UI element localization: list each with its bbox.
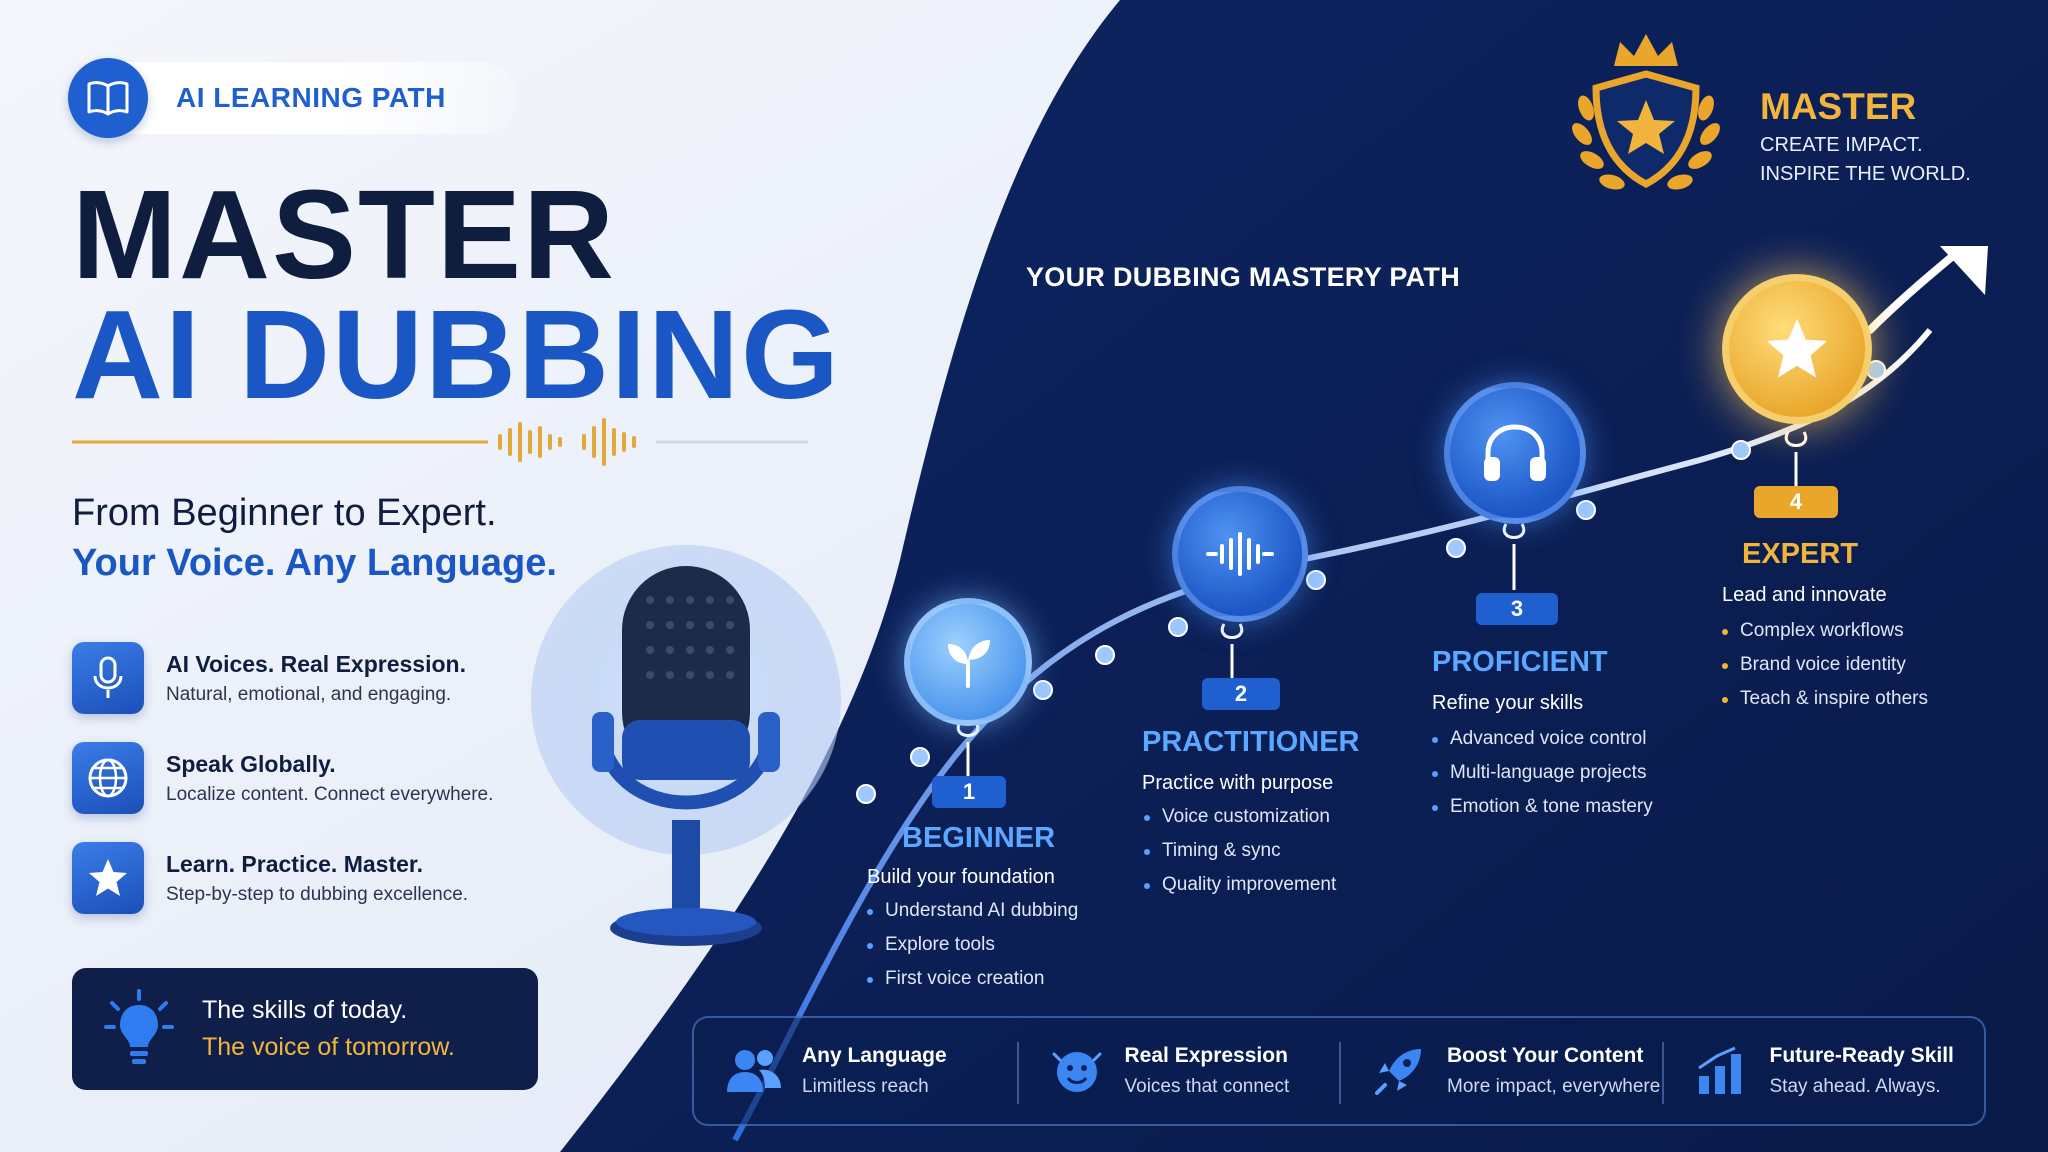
microphone-icon <box>72 642 144 714</box>
benefit-title: Future-Ready Skill <box>1769 1044 1954 1067</box>
globe-icon <box>72 742 144 814</box>
benefit-desc: Voices that connect <box>1124 1076 1290 1097</box>
crest-icon <box>1572 34 1720 190</box>
stage-1-list: Understand AI dubbing Explore tools Firs… <box>867 900 1078 1002</box>
soundwave-icon <box>1206 532 1274 576</box>
benefit-any-language: Any Language Limitless reach <box>694 1018 1017 1124</box>
star-icon <box>72 842 144 914</box>
stage-title: PRACTITIONER <box>1142 726 1360 758</box>
feature-ai-voices: AI Voices. Real Expression. Natural, emo… <box>72 642 466 714</box>
stage-subtitle: Refine your skills <box>1432 692 1584 714</box>
feature-title: Speak Globally. <box>166 750 336 777</box>
list-item: Understand AI dubbing <box>867 900 1078 934</box>
list-item: First voice creation <box>867 968 1078 1002</box>
benefit-future-ready: Future-Ready Skill Stay ahead. Always. <box>1661 1018 1985 1124</box>
benefit-real-expression: Real Expression Voices that connect <box>1016 1018 1340 1124</box>
stage-number-badge: 2 <box>1202 678 1280 710</box>
stage-title: BEGINNER <box>902 822 1056 854</box>
list-item: Voice customization <box>1144 806 1336 840</box>
stage-number-badge: 1 <box>932 776 1006 808</box>
expression-icon <box>1047 1041 1107 1101</box>
stage-title: EXPERT <box>1742 538 1859 570</box>
stage-1-node[interactable] <box>904 598 1032 726</box>
feature-learn-practice: Learn. Practice. Master. Step-by-step to… <box>72 842 468 914</box>
tagline-card: The skills of today. The voice of tomorr… <box>72 968 538 1090</box>
hero-subtitle-line2: Your Voice. Any Language. <box>72 542 557 584</box>
feature-desc: Step-by-step to dubbing excellence. <box>166 883 469 905</box>
stage-4-node[interactable] <box>1722 274 1872 424</box>
book-icon <box>68 58 148 138</box>
list-item: Advanced voice control <box>1432 728 1653 762</box>
feature-title: Learn. Practice. Master. <box>166 850 423 877</box>
feature-desc: Localize content. Connect everywhere. <box>166 783 494 805</box>
benefit-desc: More impact, everywhere <box>1447 1076 1661 1097</box>
list-item: Teach & inspire others <box>1722 688 1928 722</box>
benefit-title: Real Expression <box>1124 1044 1288 1067</box>
star-icon <box>1766 318 1828 378</box>
hero-title-line2: AI DUBBING <box>72 284 841 425</box>
feature-title: AI Voices. Real Expression. <box>166 650 466 677</box>
stage-3-node[interactable] <box>1444 382 1586 524</box>
stage-4-list: Complex workflows Brand voice identity T… <box>1722 620 1928 722</box>
tagline-line2: The voice of tomorrow. <box>202 1033 455 1061</box>
master-title: MASTER <box>1760 86 1917 127</box>
stage-number-badge: 4 <box>1754 486 1838 518</box>
tagline-line1: The skills of today. <box>202 996 408 1024</box>
stage-subtitle: Build your foundation <box>867 866 1055 888</box>
benefit-desc: Stay ahead. Always. <box>1769 1076 1941 1097</box>
growth-chart-icon <box>1692 1041 1752 1101</box>
feature-desc: Natural, emotional, and engaging. <box>166 683 452 705</box>
users-icon <box>724 1041 784 1101</box>
lightbulb-icon <box>94 984 184 1074</box>
list-item: Brand voice identity <box>1722 654 1928 688</box>
learning-path-pill: AI LEARNING PATH <box>68 58 517 138</box>
stage-2-list: Voice customization Timing & sync Qualit… <box>1144 806 1336 908</box>
path-title: YOUR DUBBING MASTERY PATH <box>1026 262 1461 292</box>
stage-subtitle: Lead and innovate <box>1722 584 1887 606</box>
list-item: Complex workflows <box>1722 620 1928 654</box>
pill-label: AI LEARNING PATH <box>176 82 446 113</box>
feature-speak-globally: Speak Globally. Localize content. Connec… <box>72 742 493 814</box>
stage-number-badge: 3 <box>1476 593 1558 625</box>
sprout-icon <box>948 640 990 688</box>
stage-title: PROFICIENT <box>1432 646 1608 678</box>
master-line2: INSPIRE THE WORLD. <box>1760 163 1971 185</box>
headphones-icon <box>1484 424 1546 481</box>
rocket-icon <box>1369 1041 1429 1101</box>
benefit-title: Boost Your Content <box>1447 1044 1644 1067</box>
list-item: Emotion & tone mastery <box>1432 796 1653 830</box>
list-item: Quality improvement <box>1144 874 1336 908</box>
list-item: Timing & sync <box>1144 840 1336 874</box>
list-item: Explore tools <box>867 934 1078 968</box>
list-item: Multi-language projects <box>1432 762 1653 796</box>
benefits-bar: Any Language Limitless reach Real Expres… <box>692 1016 1986 1126</box>
benefit-desc: Limitless reach <box>802 1076 929 1097</box>
hero-subtitle-line1: From Beginner to Expert. <box>72 492 497 534</box>
microphone-illustration <box>531 545 841 946</box>
stage-3-list: Advanced voice control Multi-language pr… <box>1432 728 1653 830</box>
benefit-title: Any Language <box>802 1044 947 1067</box>
hero-title-line1: MASTER <box>72 164 616 305</box>
benefit-boost-content: Boost Your Content More impact, everywhe… <box>1339 1018 1662 1124</box>
stage-subtitle: Practice with purpose <box>1142 772 1334 794</box>
master-line1: CREATE IMPACT. <box>1760 134 1923 156</box>
stage-2-node[interactable] <box>1172 486 1308 622</box>
